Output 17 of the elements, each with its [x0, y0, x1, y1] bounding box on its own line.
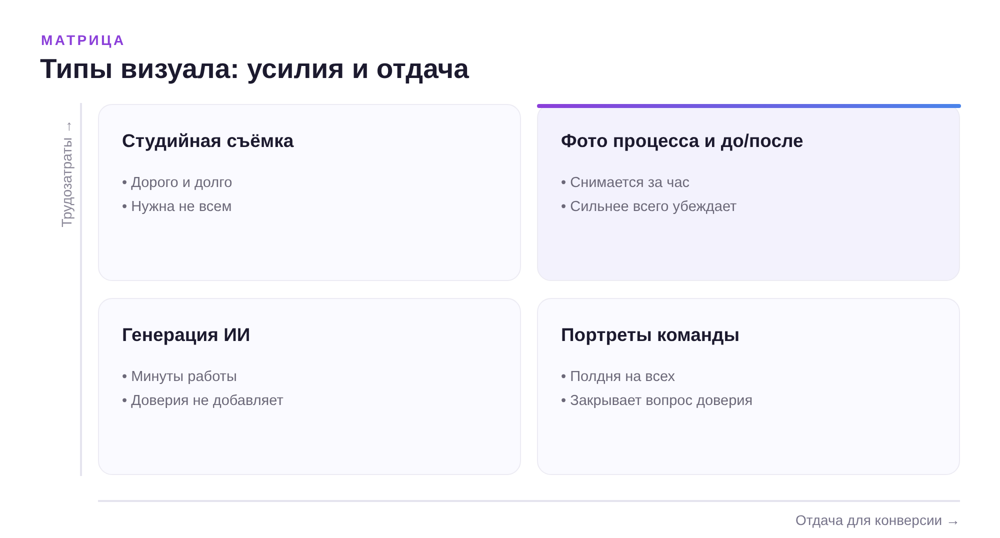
- card-heading: Студийная съёмка: [122, 129, 294, 153]
- card-heading: Портреты команды: [561, 323, 740, 347]
- bullet-text: • Полдня на всех: [561, 368, 675, 387]
- bullet-text: • Сильнее всего убеждает: [561, 198, 737, 217]
- bullet-text: • Нужна не всем: [122, 198, 232, 217]
- bullet-text: • Доверия не добавляет: [122, 392, 284, 411]
- bullet-text: • Снимается за час: [561, 174, 690, 193]
- axis-label: Отдача для конверсии →: [796, 512, 960, 529]
- bullet-text: • Минуты работы: [122, 368, 237, 387]
- card-heading: Фото процесса и до/после: [561, 129, 804, 153]
- kicker-label: МАТРИЦА: [41, 32, 126, 49]
- card-heading: Генерация ИИ: [122, 323, 250, 347]
- title: Типы визуала: усилия и отдача: [40, 52, 469, 85]
- axis-label: Трудозатраты →: [58, 119, 76, 227]
- bullet-text: • Дорого и долго: [122, 174, 232, 193]
- quadrant-card: [537, 104, 960, 281]
- bullet-text: • Закрывает вопрос доверия: [561, 392, 753, 411]
